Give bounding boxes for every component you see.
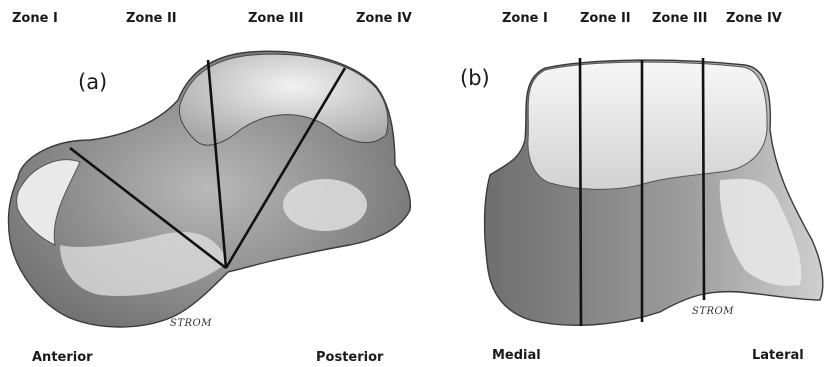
medial-label: Medial xyxy=(492,348,541,363)
artist-signature-b: STROM xyxy=(692,306,734,317)
zone-label-a-3: Zone III xyxy=(248,11,303,26)
talus-a-lateral-process xyxy=(283,179,367,231)
talus-b-trochlea xyxy=(528,62,767,189)
lateral-label: Lateral xyxy=(752,348,804,363)
panel-label-a: (a) xyxy=(78,70,107,94)
zone-label-a-2: Zone II xyxy=(126,11,177,26)
zone-label-a-1: Zone I xyxy=(12,11,58,26)
artist-signature-a: STROM xyxy=(170,318,212,329)
zone-label-a-4: Zone IV xyxy=(356,11,412,26)
panel-label-b: (b) xyxy=(460,66,490,90)
zone-label-b-3: Zone III xyxy=(652,11,707,26)
zone-line-b-3 xyxy=(703,58,704,300)
anterior-label: Anterior xyxy=(32,350,93,365)
talus-lateral-view xyxy=(8,51,410,327)
zone-label-b-4: Zone IV xyxy=(726,11,782,26)
zone-line-b-1 xyxy=(580,58,581,326)
posterior-label: Posterior xyxy=(316,350,383,365)
zone-label-b-2: Zone II xyxy=(580,11,631,26)
zone-label-b-1: Zone I xyxy=(502,11,548,26)
talus-anterior-view xyxy=(485,58,823,326)
